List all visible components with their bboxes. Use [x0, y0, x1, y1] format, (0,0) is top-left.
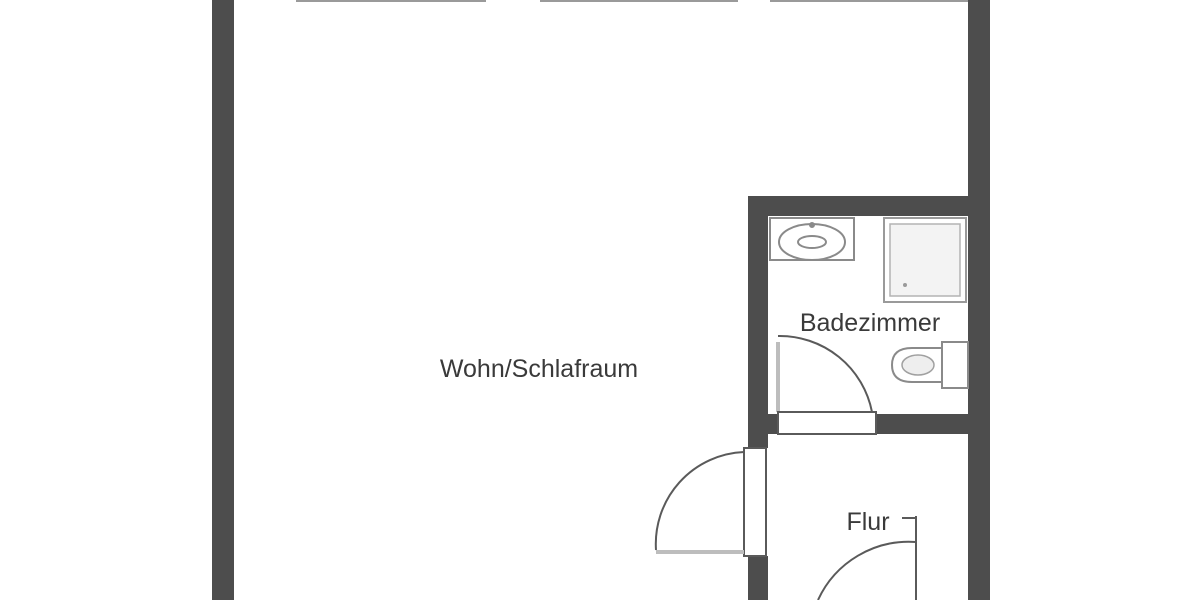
toilet-icon	[890, 341, 969, 389]
bathroom-door-swing	[777, 334, 873, 413]
room-label-hallway: Flur	[846, 508, 889, 536]
wall-bath-hall-left	[748, 414, 778, 434]
living-room-door-swing	[654, 451, 745, 551]
bathroom-door[interactable]	[776, 334, 877, 435]
wall-left	[212, 0, 234, 600]
entrance-door[interactable]	[817, 516, 917, 600]
wall-bath-left	[748, 196, 768, 448]
wall-bath-hall-right	[876, 414, 990, 434]
living-room-door[interactable]	[654, 447, 767, 557]
wall-bath-top	[748, 196, 990, 216]
sink-icon	[769, 217, 855, 261]
wall-right-lower	[968, 196, 990, 600]
living-room-door-frame	[743, 447, 767, 557]
shower-tray-icon	[883, 217, 967, 303]
walls	[212, 0, 990, 600]
entrance-door-swing	[817, 540, 917, 600]
room-label-living-sleeping: Wohn/Schlafraum	[440, 355, 638, 383]
bathroom-door-frame	[777, 411, 877, 435]
wall-right-upper	[968, 0, 990, 200]
room-label-bathroom: Badezimmer	[800, 309, 940, 337]
wall-hall-left	[748, 556, 768, 600]
